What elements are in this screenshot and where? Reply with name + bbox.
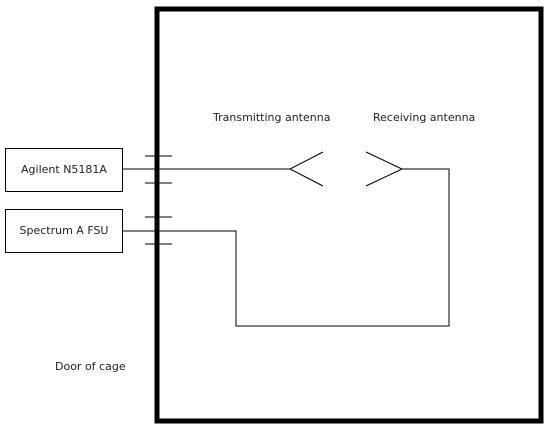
transmitting-antenna-label: Transmitting antenna <box>213 111 331 124</box>
spectrum-analyzer-box <box>5 209 123 253</box>
signal-generator-label: Agilent N5181A <box>21 163 107 176</box>
transmitting-antenna-icon <box>288 151 324 187</box>
receiving-antenna-icon <box>365 151 404 187</box>
receiving-antenna-label: Receiving antenna <box>373 111 476 124</box>
door-label: Door of cage <box>55 360 126 373</box>
spectrum-analyzer-label: Spectrum A FSU <box>19 224 109 237</box>
rx-cable <box>122 168 450 327</box>
signal-generator-box <box>5 148 123 192</box>
shielded-cage <box>154 6 544 424</box>
